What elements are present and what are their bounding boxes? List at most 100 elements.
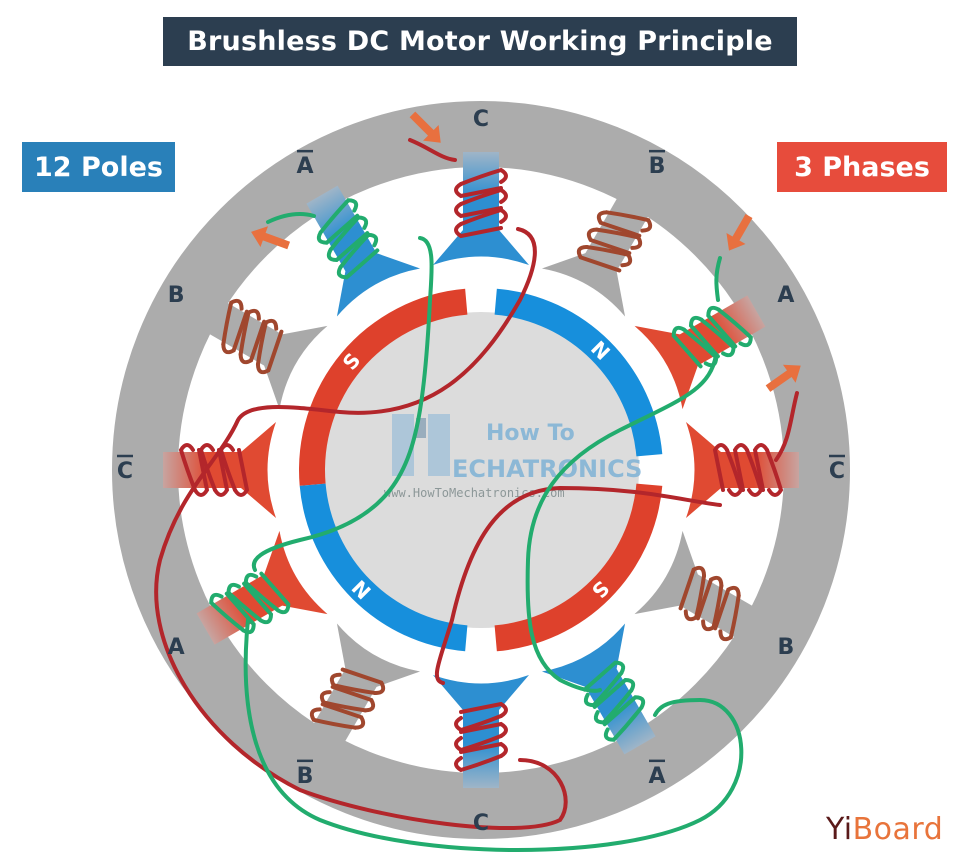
pole-shoe	[241, 422, 276, 518]
coil-turn	[712, 443, 729, 492]
coil-turn	[328, 215, 369, 252]
pole-label: B	[168, 283, 185, 308]
stator-yoke	[112, 101, 850, 839]
coil-turn	[592, 677, 636, 709]
rotor-magnet	[299, 288, 468, 486]
wire-phase-a-2	[266, 212, 316, 224]
current-arrows	[251, 111, 801, 392]
coil-turn	[699, 317, 736, 358]
coil-turn	[178, 443, 197, 492]
coil-turn	[213, 448, 230, 497]
pole-shoe	[264, 325, 328, 410]
coil-turn	[604, 210, 653, 233]
coil-turn	[706, 305, 738, 349]
wire-phase-a-4	[714, 256, 722, 302]
pole-shoe	[433, 675, 529, 710]
coil-turn	[338, 232, 379, 269]
wire-phase-c-2	[408, 138, 457, 162]
pole-label: A	[777, 283, 794, 308]
coil-turn	[459, 721, 508, 738]
coil-turn	[459, 167, 508, 186]
coil-turn	[671, 325, 703, 369]
stator-pole	[634, 530, 766, 645]
coil-turn	[584, 244, 633, 268]
coil-turn	[233, 448, 250, 497]
stator-pole	[433, 675, 529, 788]
pole-shoe	[433, 230, 529, 265]
coil-turn	[255, 329, 284, 375]
coil-turn	[713, 585, 741, 631]
rotor-magnet	[494, 288, 663, 457]
watermark: How To ECHATRONICS www.HowToMechatronics…	[384, 414, 642, 500]
stator-pole	[306, 623, 421, 755]
coil-turn	[596, 210, 642, 238]
poles-badge: 12 Poles	[22, 142, 175, 192]
coil-turn	[454, 734, 503, 753]
pole-stem	[699, 452, 799, 488]
coil-turn	[678, 565, 707, 611]
coil-turn	[238, 319, 267, 365]
coil-turn	[716, 307, 753, 348]
pole-shoe	[686, 422, 721, 518]
coil-turn	[221, 298, 244, 347]
coil-turn	[319, 690, 368, 713]
wire-phase-c-4	[774, 391, 799, 462]
pole-label: A	[648, 764, 665, 789]
pole-label: A	[168, 635, 185, 660]
coil-turn	[459, 207, 508, 226]
coil-turn	[603, 705, 644, 742]
stator-pole	[433, 152, 529, 265]
coil-turn	[718, 593, 741, 642]
coil-turn	[238, 308, 261, 357]
coil-turn	[725, 448, 744, 497]
coil-turn	[695, 575, 724, 621]
pole-label: C	[473, 107, 489, 132]
coil-turn	[586, 227, 632, 256]
coil-turn	[459, 187, 508, 206]
diagram-title: Brushless DC Motor Working Principle	[163, 17, 797, 66]
coil-turn	[732, 443, 749, 492]
phases-badge: 3 Phases	[777, 142, 947, 192]
stator-pole	[541, 185, 656, 317]
stator-pole	[196, 530, 328, 645]
yiboard-logo: YiBoard	[826, 812, 943, 847]
stator-pole	[163, 422, 276, 518]
current-arrow-icon	[726, 213, 753, 251]
coil-turn	[243, 572, 280, 613]
watermark-logo-right	[428, 414, 450, 476]
coil-turn	[221, 309, 249, 355]
pole-label: B	[777, 635, 794, 660]
coil-turn	[602, 695, 646, 727]
coil-turn	[193, 448, 210, 497]
coil-turn	[683, 573, 707, 622]
coil-turn	[752, 443, 769, 492]
pole-label: B	[649, 154, 666, 179]
current-arrow-icon	[765, 364, 801, 392]
pole-label: B	[297, 764, 314, 789]
coil-turn	[318, 198, 359, 235]
coil-turn	[336, 248, 380, 280]
coil-turn	[198, 443, 217, 492]
wire-phase-c-1	[154, 227, 568, 831]
wire-phase-a-1	[251, 236, 434, 572]
coil-turn	[326, 231, 370, 263]
pole-label: A	[296, 154, 313, 179]
coil-turn	[320, 702, 366, 730]
stator-ring	[112, 101, 850, 839]
rotor-core	[323, 312, 639, 628]
watermark-line1: How To	[486, 421, 575, 446]
coil-turn	[454, 182, 503, 199]
stator-pole	[686, 422, 799, 518]
pole-label: C	[117, 459, 133, 484]
coil-turn	[459, 701, 508, 718]
coil-turn	[330, 684, 376, 713]
stator-poles	[163, 152, 799, 788]
brand-rest: Board	[852, 812, 944, 847]
stator-pole	[541, 623, 656, 755]
coil-turn	[454, 714, 503, 733]
phase-wiring	[154, 138, 799, 852]
stator-pole	[196, 295, 328, 410]
